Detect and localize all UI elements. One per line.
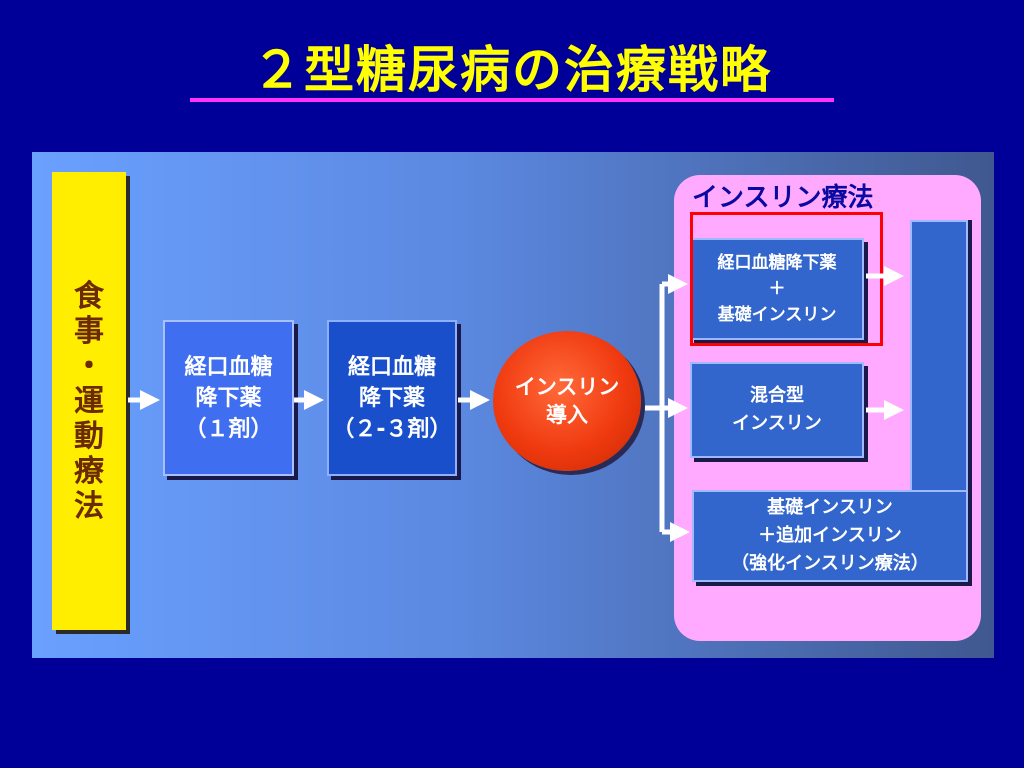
intensive-insulin-box: 基礎インスリン ＋追加インスリン （強化インスリン療法） bbox=[692, 490, 968, 582]
oral-plus-basal-box: 経口血糖降下薬 ＋ 基礎インスリン bbox=[690, 238, 864, 340]
premixed-insulin-box: 混合型 インスリン bbox=[690, 362, 864, 458]
oral-drug-multi-box: 経口血糖 降下薬 （２-３剤） bbox=[327, 320, 457, 476]
slide-title: ２型糖尿病の治療戦略 bbox=[252, 41, 772, 99]
highlight-frame bbox=[690, 212, 883, 346]
insulin-therapy-title: インスリン療法 bbox=[692, 183, 874, 213]
title-underline bbox=[190, 98, 834, 102]
diet-exercise-label: 食 事 ・ 運 動 療 法 bbox=[74, 278, 104, 524]
insulin-introduction-circle: インスリン 導入 bbox=[493, 331, 641, 471]
oral-drug-single-box: 経口血糖 降下薬 （１剤） bbox=[163, 320, 294, 476]
diet-exercise-box: 食 事 ・ 運 動 療 法 bbox=[52, 172, 126, 630]
progression-bar bbox=[910, 220, 968, 494]
